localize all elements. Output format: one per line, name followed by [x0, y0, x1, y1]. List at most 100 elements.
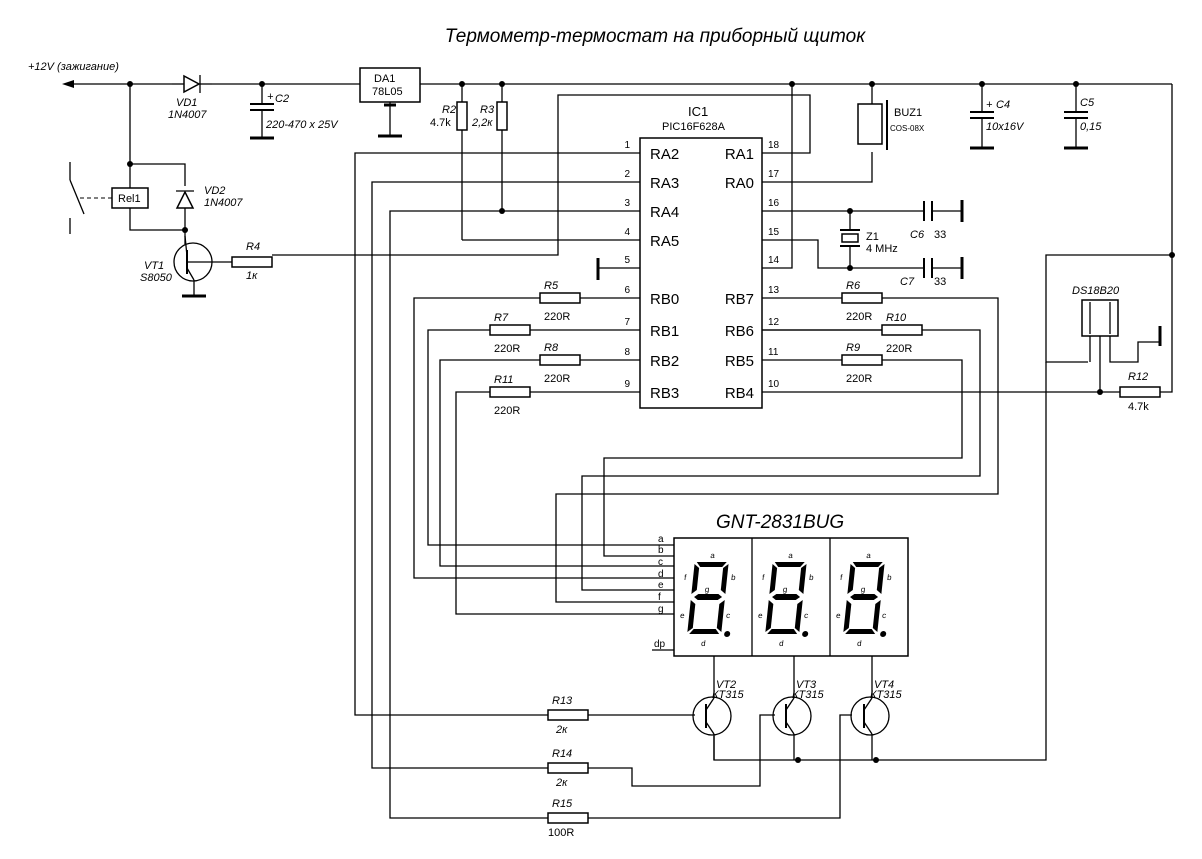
svg-text:f: f: [658, 592, 661, 603]
ic-pin-number: 13: [768, 285, 780, 296]
ic-pin-number: 8: [624, 347, 630, 358]
svg-text:c: c: [658, 557, 663, 568]
ic-pin-number: 12: [768, 317, 780, 328]
svg-text:10x16V: 10x16V: [986, 121, 1025, 133]
svg-text:e: e: [758, 611, 764, 620]
svg-text:220-470 x 25V: 220-470 x 25V: [265, 119, 339, 131]
ic-pin-number: 15: [768, 227, 780, 238]
svg-text:VD2: VD2: [204, 185, 225, 197]
svg-text:R12: R12: [1128, 371, 1148, 383]
svg-text:PIC16F628A: PIC16F628A: [662, 121, 726, 133]
ic-pin-number: 7: [624, 317, 630, 328]
svg-text:a: a: [658, 534, 664, 545]
segment: [847, 564, 856, 594]
segment: [798, 564, 807, 594]
svg-text:R5: R5: [544, 280, 559, 292]
wire-ra0-buz: [762, 152, 873, 183]
ic-pin-number: 16: [768, 198, 780, 209]
ic-pins: 1RA22RA33RA44RA556RB07RB18RB29RB318RA117…: [624, 140, 779, 402]
svg-text:R2: R2: [442, 104, 456, 116]
wire-vdd: [762, 84, 793, 269]
ic-pin-number: 5: [624, 255, 630, 266]
wire-ra3: [371, 181, 640, 769]
ic-pin-number: 1: [624, 140, 630, 151]
svg-text:COS-08X: COS-08X: [890, 124, 925, 133]
svg-text:R4: R4: [246, 241, 260, 253]
ic-pin-name: RB6: [725, 323, 754, 340]
svg-text:VT3: VT3: [796, 679, 817, 691]
svg-text:f: f: [684, 573, 688, 582]
ic-pin-number: 6: [624, 285, 630, 296]
segment-bus: a b c d e f g dp: [413, 297, 999, 651]
svg-text:f: f: [840, 573, 844, 582]
capacitor-c5: C5 0,15: [1064, 81, 1102, 150]
svg-text:2к: 2к: [555, 777, 568, 789]
svg-text:2к: 2к: [555, 724, 568, 736]
svg-text:b: b: [731, 573, 737, 582]
svg-text:C2: C2: [275, 93, 289, 105]
svg-text:4.7k: 4.7k: [1128, 401, 1149, 413]
svg-text:220R: 220R: [494, 343, 520, 355]
wire-vdd-right: [1045, 84, 1173, 363]
svg-text:C6: C6: [910, 229, 925, 241]
svg-text:c: c: [726, 611, 731, 620]
svg-text:220R: 220R: [544, 373, 570, 385]
buzzer-buz1: BUZ1 COS-08X: [857, 81, 925, 150]
wire-ra4: [389, 210, 640, 819]
resistor-r11: R11 220R: [489, 374, 640, 417]
svg-text:R11: R11: [494, 374, 513, 386]
svg-text:R13: R13: [552, 695, 573, 707]
svg-text:220R: 220R: [494, 405, 520, 417]
ic-pin-name: RB7: [725, 291, 754, 308]
svg-text:КТ315: КТ315: [792, 689, 824, 701]
relay-section: Rel1 VD2 1N4007: [69, 81, 243, 234]
svg-text:4 MHz: 4 MHz: [866, 243, 898, 255]
svg-text:d: d: [857, 639, 862, 648]
svg-text:VT4: VT4: [874, 679, 894, 691]
svg-text:C4: C4: [996, 99, 1010, 111]
segment: [691, 564, 700, 594]
svg-text:GNT-2831BUG: GNT-2831BUG: [716, 512, 844, 533]
svg-text:g: g: [782, 585, 787, 594]
svg-text:VD1: VD1: [176, 97, 197, 109]
ic-pin-number: 3: [624, 198, 630, 209]
svg-text:R15: R15: [552, 798, 573, 810]
svg-text:1N4007: 1N4007: [168, 109, 207, 121]
svg-text:e: e: [680, 611, 686, 620]
ic-pin-name: RB2: [650, 353, 679, 370]
svg-text:R7: R7: [494, 312, 509, 324]
ic-pic16f628a: IC1 PIC16F628A 1RA22RA33RA44RA556RB07RB1…: [624, 104, 780, 409]
svg-text:C7: C7: [900, 276, 915, 288]
resistor-r4: R4 1к: [231, 241, 273, 282]
svg-text:g: g: [860, 585, 865, 594]
segment: [774, 562, 805, 567]
svg-text:Z1: Z1: [866, 231, 879, 243]
svg-text:220R: 220R: [544, 311, 570, 323]
ic-pin-name: RB3: [650, 385, 679, 402]
capacitor-c2: + C2 220-470 x 25V: [250, 81, 339, 140]
ic-pin-name: RB1: [650, 323, 679, 340]
svg-text:g: g: [658, 604, 664, 615]
segment: [767, 629, 798, 634]
ic-pin-name: RA3: [650, 175, 679, 192]
ic-pin-name: RB0: [650, 291, 679, 308]
svg-text:c: c: [804, 611, 809, 620]
ic-pin-name: RB4: [725, 385, 754, 402]
svg-text:d: d: [779, 639, 784, 648]
segment: [852, 562, 883, 567]
capacitor-c4: + C4 10x16V: [970, 81, 1025, 150]
segment: [720, 564, 729, 594]
svg-text:BUZ1: BUZ1: [894, 107, 922, 119]
svg-text:C5: C5: [1080, 97, 1095, 109]
segment: [794, 600, 803, 632]
ic-pin-name: RA5: [650, 233, 679, 250]
ic-pin-number: 14: [768, 255, 780, 266]
segment: [765, 600, 774, 632]
segment: [843, 600, 852, 632]
svg-text:a: a: [866, 551, 872, 560]
